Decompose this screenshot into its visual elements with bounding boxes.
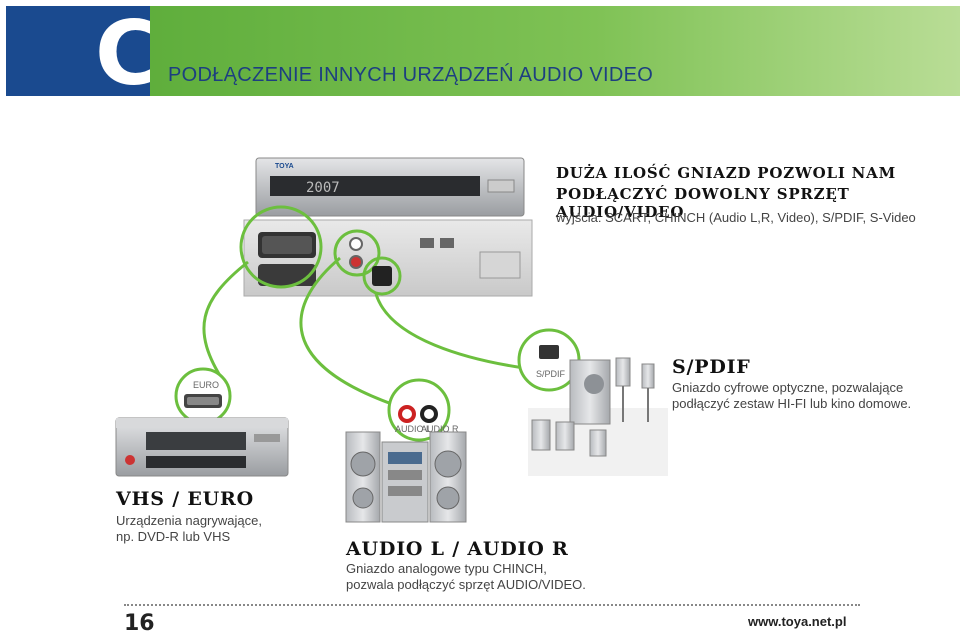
cable-spdif — [374, 293, 525, 370]
footer-divider — [124, 604, 860, 606]
footer-url[interactable]: www.toya.net.pl — [748, 614, 847, 629]
header-green-band — [150, 6, 960, 96]
svg-text:EURO: EURO — [193, 380, 219, 390]
vhs-desc-line-1: Urządzenia nagrywające, — [116, 513, 262, 528]
audio-desc-line-1: Gniazdo analogowe typu CHINCH, — [346, 561, 547, 576]
header-blue-block — [6, 6, 150, 96]
svg-text:AUDIO L: AUDIO L — [395, 424, 431, 434]
outputs-description: wyjścia: SCART, CHINCH (Audio L,R, Video… — [556, 210, 916, 225]
section-letter: C — [95, 2, 160, 105]
audio-heading: AUDIO L / AUDIO R — [346, 538, 569, 560]
page-number: 16 — [124, 611, 155, 636]
spdif-desc-line-1: Gniazdo cyfrowe optyczne, pozwalające — [672, 380, 904, 395]
connections-heading-1: DUŻA ILOŚĆ GNIAZD POZWOLI NAM — [556, 164, 897, 182]
audio-connector: AUDIO L AUDIO R — [387, 378, 459, 442]
audio-desc-line-2: pozwala podłączyć sprzęt AUDIO/VIDEO. — [346, 577, 586, 592]
hifi-system — [345, 431, 467, 523]
spdif-heading: S/PDIF — [672, 356, 751, 378]
vhs-desc-line-2: np. DVD-R lub VHS — [116, 529, 231, 544]
scart-highlight — [239, 205, 323, 289]
svg-text:AUDIO R: AUDIO R — [421, 424, 459, 434]
spdif-port-icon — [372, 266, 392, 286]
cable-euro — [202, 260, 249, 383]
svg-text:S/PDIF: S/PDIF — [536, 369, 566, 379]
vcr-device — [115, 417, 289, 477]
euro-connector: EURO — [174, 367, 232, 425]
vhs-heading: VHS / EURO — [116, 488, 254, 510]
page-title: PODŁĄCZENIE INNYCH URZĄDZEŃ AUDIO VIDEO — [168, 64, 654, 86]
spdif-desc-line-2: podłączyć zestaw HI-FI lub kino domowe. — [672, 396, 912, 411]
receiver-display: 2007 — [306, 180, 340, 196]
spdif-connector: S/PDIF — [517, 328, 581, 392]
spdif-highlight — [362, 256, 402, 296]
home-theater-speakers — [528, 357, 668, 476]
receiver-brand: TOYA — [275, 163, 294, 170]
receiver-front: 2007 TOYA — [255, 157, 525, 217]
connections-heading-2: PODŁĄCZYĆ DOWOLNY SPRZĘT AUDIO/VIDEO — [556, 185, 850, 221]
chinch-highlight — [333, 229, 381, 277]
cable-audio — [299, 256, 393, 406]
